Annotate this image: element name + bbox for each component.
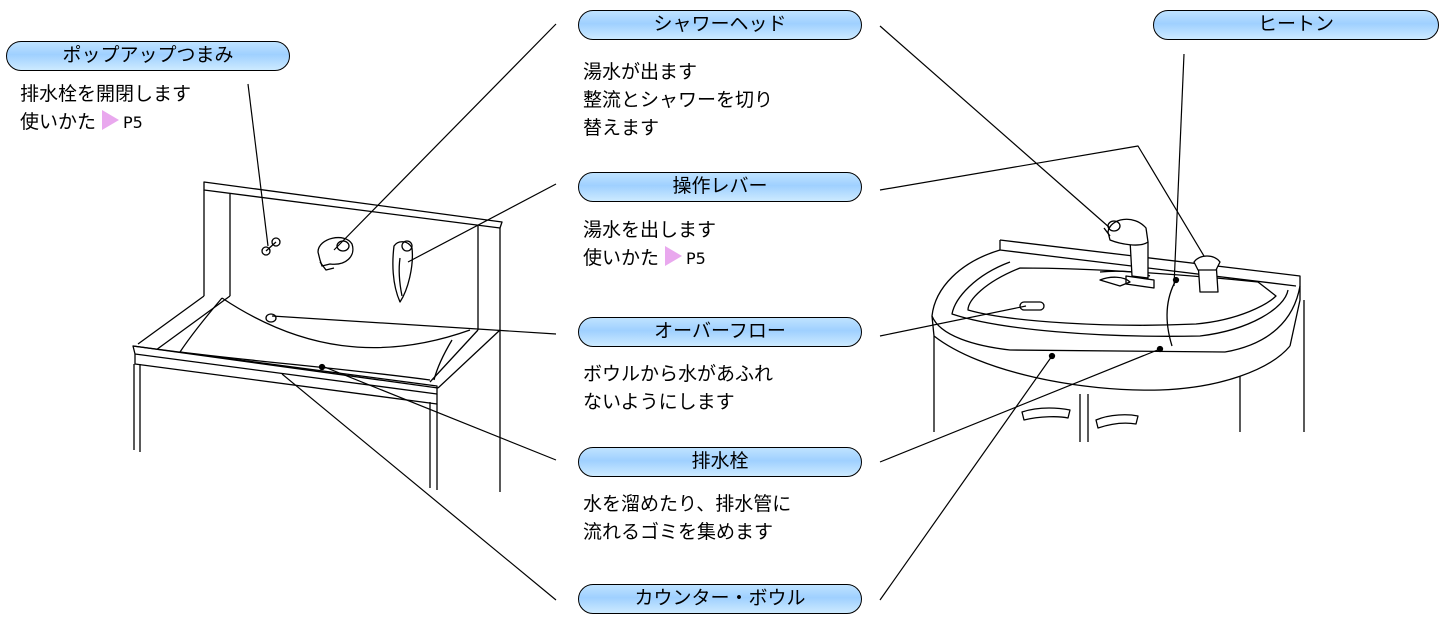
shower-head-description: 湯水が出ます 整流とシャワーを切り 替えます [583,58,773,142]
heaton-label: ヒートン [1153,10,1439,40]
drain-plug-desc-line: 水を溜めたり、排水管に [583,493,792,515]
shower-head-desc-line: 替えます [583,117,660,139]
reference-arrow-icon [665,246,683,266]
overflow-desc-line: ボウルから水があふれ [583,363,774,385]
usage-ref-page: P5 [686,249,706,268]
lever-desc-line: 湯水を出します [583,219,717,241]
popup-knob-desc-line: 排水栓を開閉します [20,83,192,105]
usage-ref-text: 使いかた [20,111,97,133]
usage-ref-page: P5 [123,113,143,132]
right-vanity [931,218,1305,442]
overflow-description: ボウルから水があふれ ないようにします [583,360,773,416]
left-vanity [132,181,503,492]
shower-head-desc-line: 湯水が出ます [583,61,698,83]
lever-label: 操作レバー [578,172,862,202]
reference-arrow-icon [102,110,120,130]
usage-ref-text: 使いかた [583,247,660,269]
drain-plug-desc-line: 流れるゴミを集めます [583,521,774,543]
counter-bowl-label: カウンター・ボウル [578,584,862,614]
popup-knob-label: ポップアップつまみ [6,41,290,71]
popup-knob-description: 排水栓を開閉します 使いかた P5 [20,80,191,137]
overflow-label: オーバーフロー [578,317,862,347]
shower-head-desc-line: 整流とシャワーを切り [583,89,774,111]
popup-knob-usage-ref: 使いかた P5 [20,108,191,137]
overflow-desc-line: ないようにします [583,391,735,413]
lever-usage-ref: 使いかた P5 [583,244,716,273]
drain-plug-description: 水を溜めたり、排水管に 流れるゴミを集めます [583,490,791,546]
lever-description: 湯水を出します 使いかた P5 [583,216,716,273]
leader-lines [247,23,1205,601]
drain-plug-label: 排水栓 [578,447,862,477]
shower-head-label: シャワーヘッド [578,10,862,40]
